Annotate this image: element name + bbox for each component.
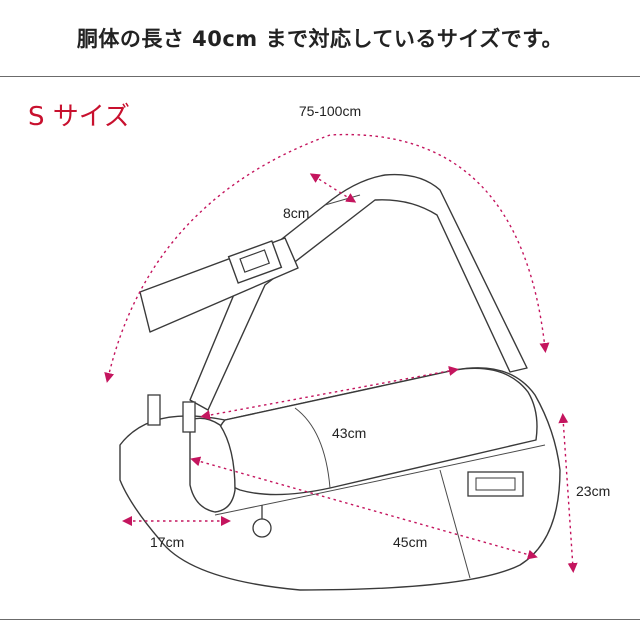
header-title: 胴体の長さ 40cm まで対応しているサイズです。 — [76, 27, 564, 51]
bottom-length-label: 45cm — [393, 534, 427, 550]
strap-length-arrow — [104, 133, 550, 383]
header: 胴体の長さ 40cm まで対応しているサイズです。 — [0, 0, 640, 76]
bottom-length-arrow — [190, 456, 538, 560]
content-frame — [0, 76, 640, 620]
strap-buckle — [227, 240, 283, 284]
strap-length-label: 75-100cm — [299, 103, 361, 119]
size-title: S サイズ — [28, 102, 130, 132]
top-length-arrow — [200, 365, 459, 421]
strap-loops — [147, 394, 196, 433]
top-length-label: 43cm — [332, 425, 366, 441]
height-label: 23cm — [576, 483, 610, 499]
side-depth-label: 17cm — [150, 534, 184, 550]
bag-body — [119, 367, 561, 591]
strap-width-arrow — [309, 173, 357, 203]
strap-width-label: 8cm — [283, 205, 309, 221]
height-arrow — [558, 413, 578, 573]
